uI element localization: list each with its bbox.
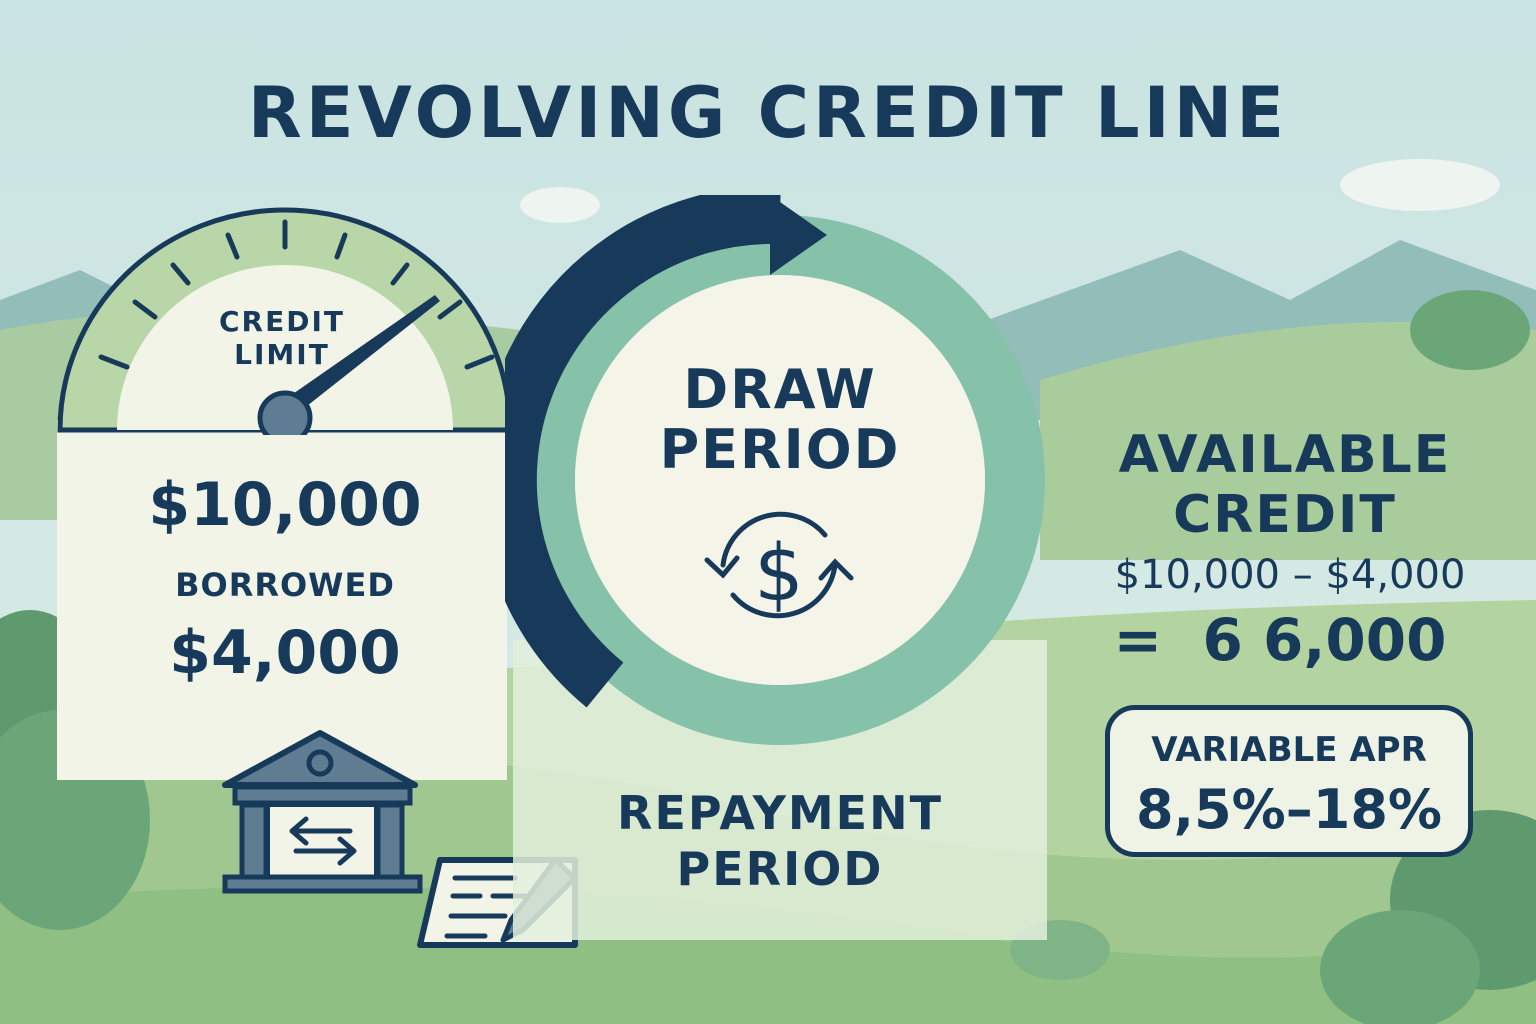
svg-text:$: $ bbox=[754, 529, 804, 619]
available-credit-formula: $10,000 – $4,000 bbox=[1114, 552, 1466, 598]
draw-period-line1: DRAW bbox=[683, 358, 877, 421]
credit-limit-amount: $10,000 bbox=[148, 470, 422, 540]
speedometer-gauge-icon bbox=[57, 207, 513, 435]
repayment-period-line2: PERIOD bbox=[676, 842, 884, 896]
borrowed-label: BORROWED bbox=[175, 566, 395, 604]
borrowed-amount: $4,000 bbox=[169, 618, 401, 688]
repayment-period-line1: REPAYMENT bbox=[617, 786, 943, 840]
available-credit-line1: AVAILABLE bbox=[1118, 425, 1452, 485]
gauge-label-line2: LIMIT bbox=[234, 338, 330, 371]
available-credit-line2: CREDIT bbox=[1173, 485, 1397, 545]
credit-limit-panel bbox=[57, 420, 507, 780]
available-credit-result: = 6 6,000 bbox=[1113, 606, 1447, 674]
draw-period-line2: PERIOD bbox=[659, 418, 901, 481]
page-title: REVOLVING CREDIT LINE bbox=[247, 72, 1289, 154]
gauge-label-line1: CREDIT bbox=[219, 305, 345, 338]
bank-transfer-icon bbox=[222, 730, 423, 894]
circular-arrow-icon bbox=[505, 195, 1045, 745]
apr-box: VARIABLE APR 8,5%–18% bbox=[1105, 705, 1473, 857]
apr-range: 8,5%–18% bbox=[1135, 778, 1443, 841]
apr-label: VARIABLE APR bbox=[1151, 730, 1427, 770]
dollar-cycle-icon: $ bbox=[704, 511, 854, 619]
